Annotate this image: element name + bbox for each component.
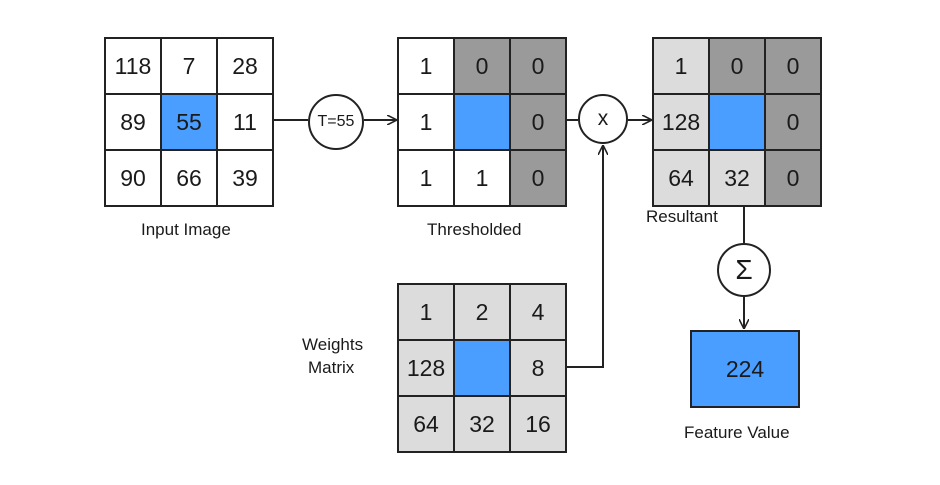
weights-caption-line2: Matrix (308, 358, 355, 377)
resultant-cell: 64 (654, 151, 708, 205)
resultant-cell: 0 (766, 39, 820, 93)
input-image-cell: 55 (162, 95, 216, 149)
resultant-cell: 0 (766, 151, 820, 205)
weights-cell: 128 (399, 341, 453, 395)
input-image-cell: 89 (106, 95, 160, 149)
sum-operator: Σ (717, 243, 771, 297)
thresholded-cell (455, 95, 509, 149)
weights-cell: 2 (455, 285, 509, 339)
thresholded-cell: 0 (455, 39, 509, 93)
feature-value-box: 224 (690, 330, 800, 408)
input-image-cell: 118 (106, 39, 160, 93)
resultant-cell: 1 (654, 39, 708, 93)
arrow-weights-to-multiply (563, 146, 603, 368)
thresholded-cell: 1 (399, 151, 453, 205)
input-image-cell: 39 (218, 151, 272, 205)
thresholded-caption: Thresholded (427, 220, 522, 239)
resultant-cell: 32 (710, 151, 764, 205)
weights-caption-line1: Weights (302, 335, 364, 354)
resultant-cell: 0 (710, 39, 764, 93)
input-image-cell: 11 (218, 95, 272, 149)
weights-cell: 1 (399, 285, 453, 339)
sum-label: Σ (735, 254, 753, 285)
threshold-operator: T=55 (308, 94, 364, 150)
multiply-label: x (597, 107, 609, 130)
feature-value: 224 (725, 355, 765, 382)
thresholded-cell: 1 (399, 39, 453, 93)
thresholded-cell: 0 (511, 39, 565, 93)
input-image-caption: Input Image (141, 220, 231, 239)
thresholded-cell: 0 (511, 95, 565, 149)
weights-cell: 16 (511, 397, 565, 451)
resultant-cell (710, 95, 764, 149)
weights-cell: 8 (511, 341, 565, 395)
thresholded-cell: 1 (455, 151, 509, 205)
multiply-operator: x (578, 94, 628, 144)
input-image-cell: 28 (218, 39, 272, 93)
input-image-cell: 66 (162, 151, 216, 205)
resultant-cell: 128 (654, 95, 708, 149)
threshold-label: T=55 (317, 113, 355, 130)
weights-cell: 32 (455, 397, 509, 451)
weights-cell: 4 (511, 285, 565, 339)
feature-value-caption: Feature Value (684, 423, 790, 442)
thresholded-cell: 1 (399, 95, 453, 149)
thresholded-cell: 0 (511, 151, 565, 205)
resultant-cell: 0 (766, 95, 820, 149)
input-image-cell: 7 (162, 39, 216, 93)
weights-cell: 64 (399, 397, 453, 451)
input-image-cell: 90 (106, 151, 160, 205)
resultant-caption: Resultant (646, 207, 718, 226)
weights-cell (455, 341, 509, 395)
